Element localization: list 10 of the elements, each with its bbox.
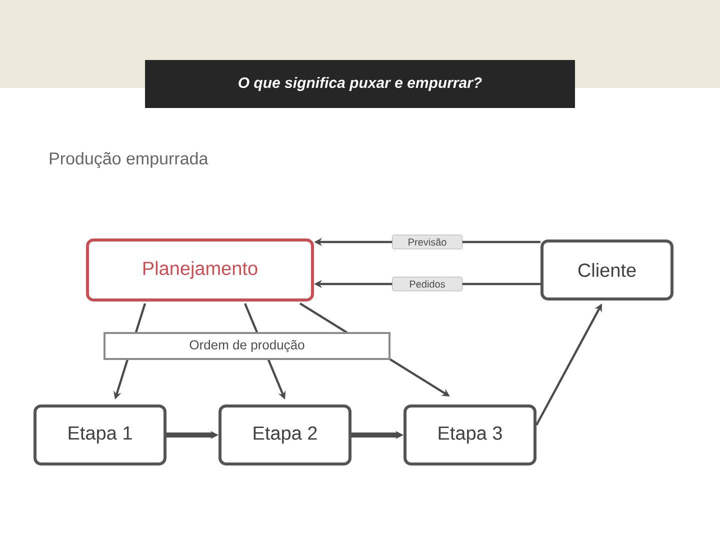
label-box: Ordem de produção: [104, 332, 390, 360]
process-box: Etapa 2: [218, 404, 352, 466]
process-box: Etapa 3: [404, 404, 536, 466]
subtitle: Produção empurrada: [50, 152, 208, 168]
process-box: Etapa 1: [34, 404, 166, 466]
process-box: Planejamento: [86, 238, 314, 302]
process-box: Cliente: [540, 240, 674, 300]
title-bar: O que significa puxar e empurrar?: [145, 60, 575, 108]
edge-label: Pedidos: [392, 276, 462, 292]
edge-label: Previsão: [392, 234, 462, 250]
